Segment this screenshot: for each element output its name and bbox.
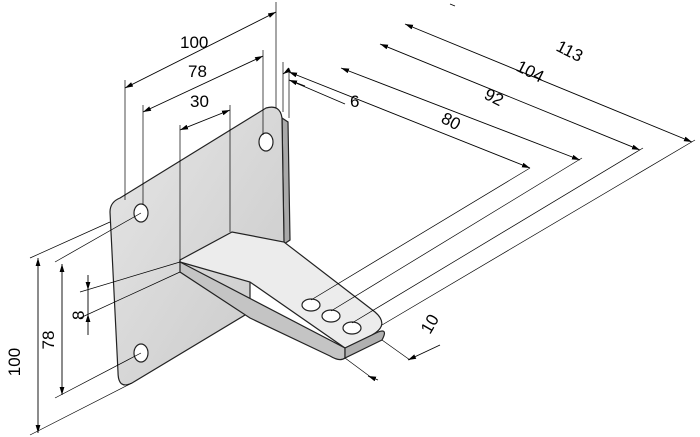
plate-hole-top-right: [258, 132, 274, 152]
dim-hole-spacing-h: 78: [188, 62, 207, 81]
dim-plate-thickness: 6: [350, 92, 359, 111]
dim-hole-spacing-v: 78: [39, 331, 58, 350]
arm-hole-1: [301, 298, 321, 312]
dim-plate-width: 100: [180, 33, 208, 52]
dimension-lines: [35, 3, 693, 433]
dim-arm-80: 80: [438, 109, 463, 135]
dim-arm-104: 104: [513, 57, 547, 87]
arm-hole-2: [321, 309, 341, 323]
bracket-arm: [179, 231, 385, 361]
dim-arm-92: 92: [481, 85, 506, 111]
dim-plate-height: 100: [5, 348, 24, 376]
dim-arm-width: 30: [190, 92, 209, 111]
dim-arm-thickness: 8: [69, 311, 88, 320]
dim-arm-113: 113: [553, 37, 586, 66]
dim-arm-end: 10: [417, 311, 443, 337]
arm-hole-3: [342, 321, 362, 335]
extension-lines: [29, 2, 696, 436]
